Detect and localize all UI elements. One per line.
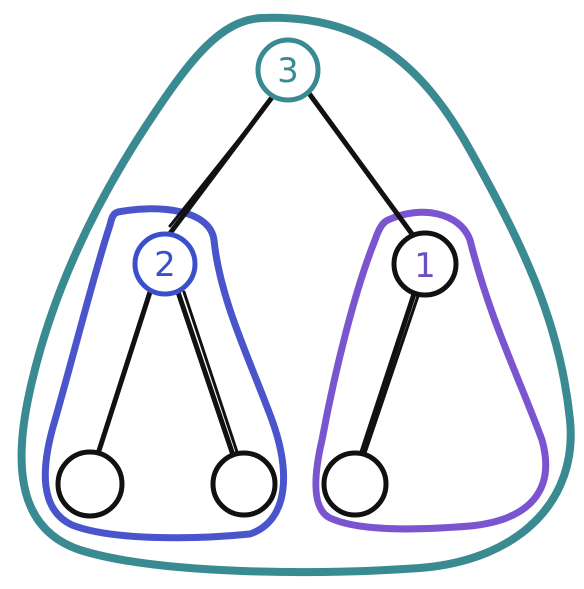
node-right-label: 1	[414, 246, 436, 286]
outer-teal-loop	[17, 13, 575, 576]
node-right-left-circle	[321, 450, 389, 518]
leaf-nodes	[55, 449, 389, 519]
edge-right-rightleft-doublestroke	[362, 294, 420, 458]
edge-left-leftright-doublestroke	[182, 290, 240, 457]
node-left-circle	[132, 231, 198, 297]
node-left-left-circle	[55, 449, 125, 519]
edge-left-leftright	[175, 289, 237, 461]
edge-left-leftleft	[93, 289, 153, 463]
node-left-label: 2	[154, 245, 176, 285]
edge-root-left-doublestroke	[168, 96, 274, 228]
node-root: 3	[255, 37, 321, 103]
node-root-circle	[255, 37, 321, 103]
node-right-circle	[391, 230, 459, 298]
node-left-right-circle	[210, 450, 278, 518]
edge-root-right	[305, 89, 415, 237]
edge-right-rightleft	[357, 291, 417, 461]
left-subtree-blue-loop	[41, 205, 288, 542]
right-subtree-purple-loop	[312, 208, 550, 533]
tree-edges	[93, 89, 420, 463]
node-left: 2	[132, 231, 198, 297]
node-root-label: 3	[277, 51, 299, 91]
node-right: 1	[391, 230, 459, 298]
